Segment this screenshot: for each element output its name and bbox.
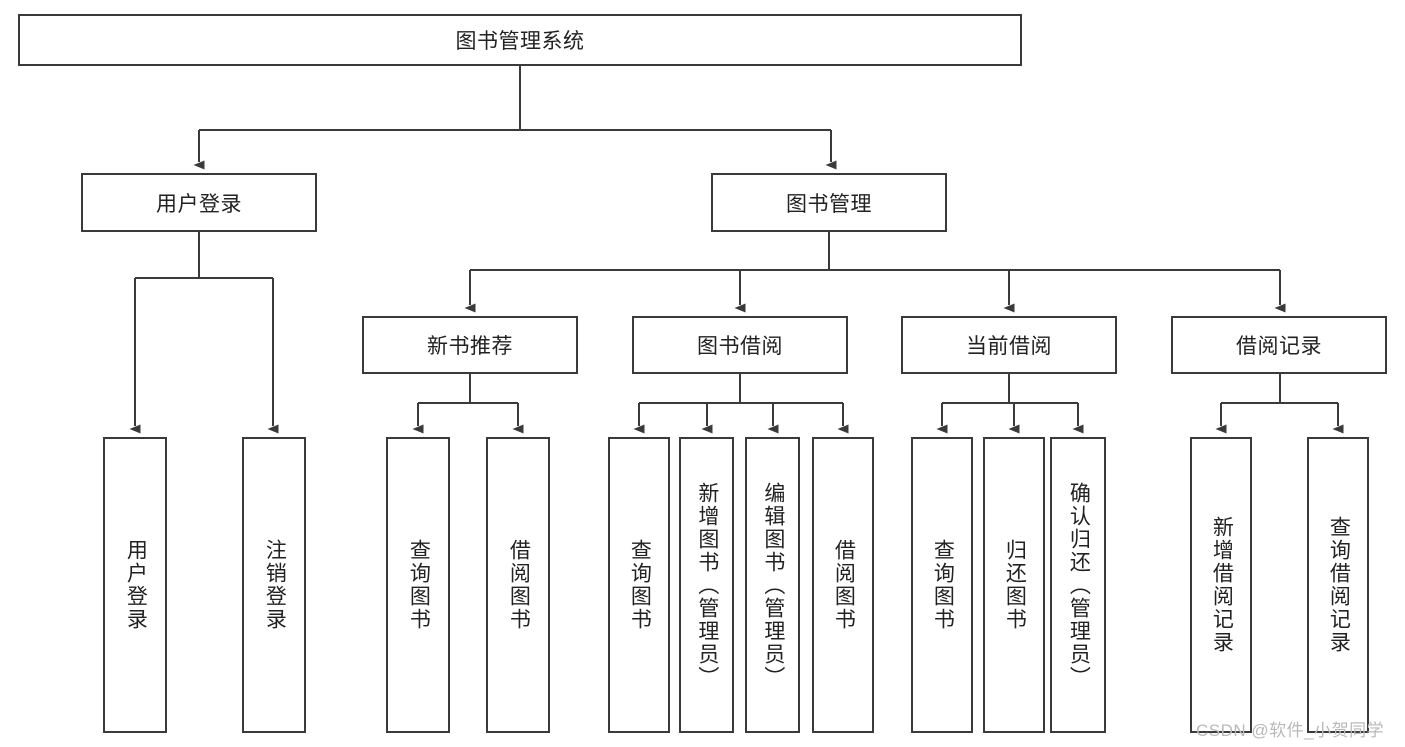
- leaf-label: 新增借阅记录: [1210, 516, 1234, 654]
- leaf-label: 注销登录: [263, 539, 287, 631]
- leaf-label: 查询图书: [931, 539, 955, 631]
- node-leaf-user-login[interactable]: 用户登录: [103, 437, 167, 733]
- leaf-label: 确认归还（管理员）: [1067, 481, 1091, 689]
- node-leaf-query-book-2[interactable]: 查询图书: [608, 437, 670, 733]
- node-leaf-user-logout[interactable]: 注销登录: [242, 437, 306, 733]
- node-leaf-confirm-return[interactable]: 确认归还（管理员）: [1050, 437, 1106, 733]
- node-root[interactable]: 图书管理系统: [18, 14, 1022, 66]
- node-borrow-record[interactable]: 借阅记录: [1171, 316, 1387, 374]
- node-current-borrow[interactable]: 当前借阅: [901, 316, 1117, 374]
- leaf-label: 归还图书: [1003, 539, 1027, 631]
- node-leaf-borrow-book-2[interactable]: 借阅图书: [812, 437, 874, 733]
- node-leaf-return-book[interactable]: 归还图书: [983, 437, 1045, 733]
- node-leaf-query-book-3[interactable]: 查询图书: [911, 437, 973, 733]
- leaf-label: 用户登录: [124, 539, 148, 631]
- node-new-book-recommend[interactable]: 新书推荐: [362, 316, 578, 374]
- csdn-watermark: CSDN @软件_小贺同学: [1196, 721, 1385, 740]
- node-leaf-query-book-1[interactable]: 查询图书: [386, 437, 450, 733]
- leaf-label: 新增图书（管理员）: [695, 481, 719, 689]
- node-leaf-add-book[interactable]: 新增图书（管理员）: [679, 437, 734, 733]
- node-leaf-edit-book[interactable]: 编辑图书（管理员）: [745, 437, 800, 733]
- node-leaf-borrow-book-1[interactable]: 借阅图书: [486, 437, 550, 733]
- node-book-borrow[interactable]: 图书借阅: [632, 316, 848, 374]
- leaf-label: 查询图书: [628, 539, 652, 631]
- node-leaf-add-borrow-record[interactable]: 新增借阅记录: [1190, 437, 1252, 733]
- leaf-label: 查询借阅记录: [1327, 516, 1351, 654]
- leaf-label: 借阅图书: [832, 539, 856, 631]
- node-leaf-query-borrow-record[interactable]: 查询借阅记录: [1307, 437, 1369, 733]
- leaf-label: 编辑图书（管理员）: [761, 481, 785, 689]
- node-user-login[interactable]: 用户登录: [81, 173, 317, 232]
- leaf-label: 借阅图书: [507, 539, 531, 631]
- node-book-manage[interactable]: 图书管理: [711, 173, 947, 232]
- leaf-label: 查询图书: [407, 539, 431, 631]
